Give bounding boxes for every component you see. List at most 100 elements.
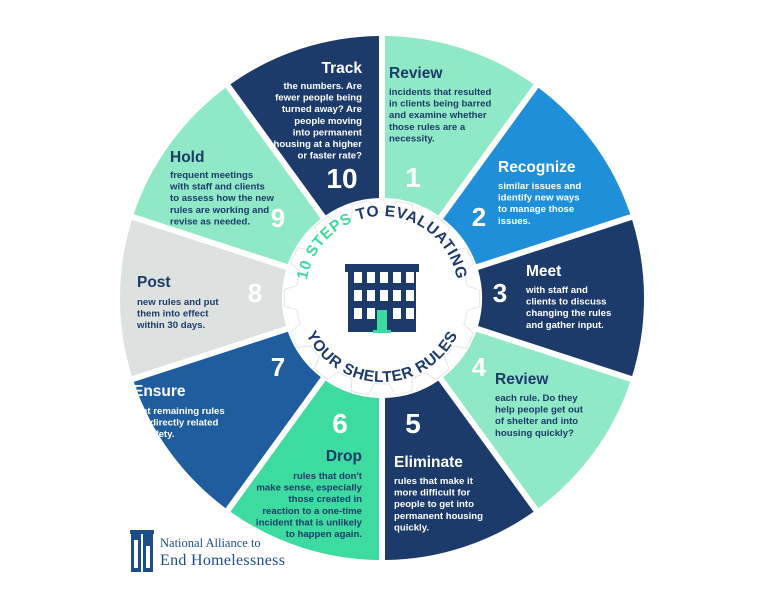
building-window xyxy=(367,290,375,301)
building-window xyxy=(393,272,401,283)
step-10-segment xyxy=(230,36,379,216)
building-window xyxy=(380,290,388,301)
step-3-description-line: clients to discuss xyxy=(526,297,607,308)
step-2-description-line: identify new ways xyxy=(498,193,580,204)
step-6-description-line: those created in xyxy=(288,494,362,505)
building-window xyxy=(380,272,388,283)
step-8-number: 8 xyxy=(248,278,262,308)
step-10-description-line: people moving xyxy=(294,116,362,127)
step-4-description-line: help people get out xyxy=(495,405,584,416)
step-10-heading: Track xyxy=(321,60,362,77)
step-8-description-line: within 30 days. xyxy=(136,320,205,331)
step-7-description-line: to safety. xyxy=(133,429,174,440)
step-6-number: 6 xyxy=(332,408,348,439)
building-icon xyxy=(345,264,419,333)
step-2-description-line: issues. xyxy=(498,216,531,227)
step-9-description-line: frequent meetings xyxy=(170,170,253,181)
building-window xyxy=(367,272,375,283)
step-9-heading: Hold xyxy=(170,149,204,166)
step-2-heading: Recognize xyxy=(498,159,576,176)
building-window xyxy=(367,308,375,319)
step-8-description-line: new rules and put xyxy=(137,297,219,308)
step-9-description-line: revise as needed. xyxy=(170,216,250,227)
step-5-description-line: people to get into xyxy=(394,499,474,510)
step-2-segment xyxy=(443,87,631,265)
step-6-description-line: reaction to a one-time xyxy=(262,506,362,517)
step-5-heading: Eliminate xyxy=(394,454,463,471)
step-1-description-line: in clients being barred xyxy=(389,99,491,110)
logo-line-1: National Alliance to xyxy=(160,536,261,550)
step-5-description-line: permanent housing xyxy=(394,511,483,522)
building-window xyxy=(406,290,414,301)
step-1-description-line: and examine whether xyxy=(389,110,487,121)
step-5-segment xyxy=(385,380,534,560)
step-7-description-line: are directly related xyxy=(133,418,218,429)
step-10-description-line: housing at a higher xyxy=(274,139,363,150)
step-8-description-line: them into effect xyxy=(137,309,209,320)
step-5-number: 5 xyxy=(405,408,421,439)
step-10-description-line: into permanent xyxy=(293,127,363,138)
organization-logo: National Alliance to End Homelessness xyxy=(130,530,350,580)
step-6-segment xyxy=(230,380,379,560)
step-9-segment xyxy=(133,87,321,265)
step-4-description-line: each rule. Do they xyxy=(495,393,578,404)
step-6-description-line: make sense, especially xyxy=(256,483,362,494)
step-10-description-line: the numbers. Are xyxy=(283,81,362,92)
step-9-description-line: to assess how the new xyxy=(170,193,274,204)
step-6-heading: Drop xyxy=(326,448,362,465)
step-1-description-line: those rules are a xyxy=(389,122,466,133)
step-5-description-line: quickly. xyxy=(394,522,429,533)
step-3-description-line: with staff and xyxy=(525,285,588,296)
building-door xyxy=(377,310,387,332)
step-3-heading: Meet xyxy=(526,263,561,280)
step-4-segment xyxy=(443,331,631,509)
step-7-segment xyxy=(133,331,321,509)
step-10-description-line: turned away? Are xyxy=(282,104,362,115)
segments-layer xyxy=(119,36,645,560)
step-2-description-line: to manage those xyxy=(498,204,574,215)
step-7-number: 7 xyxy=(271,352,285,382)
building-window xyxy=(354,308,362,319)
step-1-heading: Review xyxy=(389,65,443,82)
step-4-description-line: housing quickly? xyxy=(495,428,574,439)
building-step xyxy=(373,330,391,333)
step-10-number: 10 xyxy=(326,163,357,194)
step-3-description-line: changing the rules xyxy=(526,308,611,319)
step-10-description-line: or faster rate? xyxy=(297,151,362,162)
building-column-logo-icon xyxy=(130,530,154,572)
step-1-description-line: necessity. xyxy=(389,133,435,144)
step-6-description-line: rules that don't xyxy=(293,471,363,482)
step-3-description-line: and gather input. xyxy=(526,320,604,331)
building-window xyxy=(354,272,362,283)
step-1-segment xyxy=(385,36,534,216)
step-6-description-line: to happen again. xyxy=(286,529,362,540)
step-2-number: 2 xyxy=(472,202,486,232)
building-window xyxy=(406,272,414,283)
step-4-heading: Review xyxy=(495,371,549,388)
building-roof xyxy=(345,264,419,272)
building-window xyxy=(406,308,414,319)
step-6-description-line: incident that is unlikely xyxy=(256,517,363,528)
step-3-segment xyxy=(478,219,645,377)
step-7-description-line: that remaining rules xyxy=(133,406,225,417)
step-1-description-line: incidents that resulted xyxy=(389,87,491,98)
building-window xyxy=(393,290,401,301)
step-7-heading: Ensure xyxy=(133,383,186,400)
step-8-heading: Post xyxy=(137,274,171,291)
